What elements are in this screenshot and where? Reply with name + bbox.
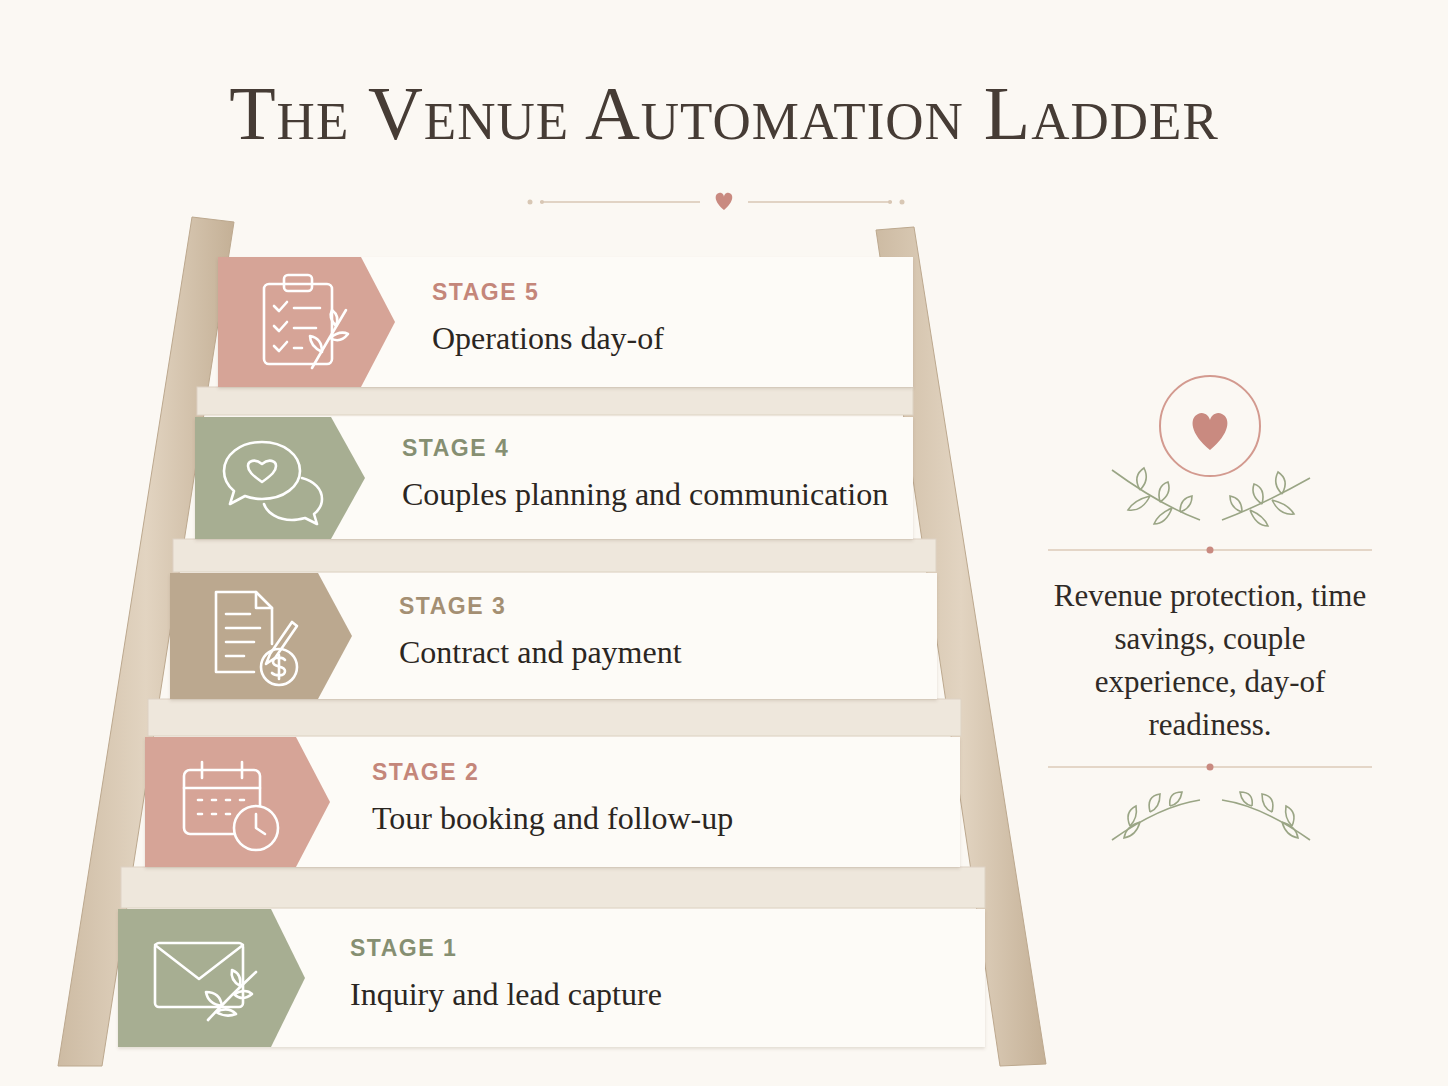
stage-number: STAGE 4 — [402, 435, 888, 462]
tag-chevron — [145, 737, 330, 867]
stage-step: STAGE 4 Couples planning and communicatio… — [195, 417, 913, 539]
stage-title: Inquiry and lead capture — [350, 976, 662, 1013]
contract-icon — [216, 592, 297, 685]
heart-icon — [1193, 413, 1228, 450]
ornament-dots — [528, 200, 905, 205]
stage-number: STAGE 2 — [372, 759, 733, 786]
stage-step: STAGE 5 Operations day-of — [218, 257, 913, 387]
title-ornament — [540, 201, 892, 203]
stage-title: Couples planning and communication — [402, 476, 888, 513]
stage-title: Contract and payment — [399, 634, 682, 671]
stage-step: STAGE 1 Inquiry and lead capture — [118, 909, 985, 1047]
tag-chevron — [195, 417, 365, 539]
tag-chevron — [218, 257, 395, 387]
stage-text: STAGE 1 Inquiry and lead capture — [350, 935, 662, 1013]
stage-tag — [218, 257, 397, 387]
stage-text: STAGE 3 Contract and payment — [399, 593, 682, 671]
diagram-title: The Venue Automation Ladder — [0, 70, 1448, 157]
stage-number: STAGE 1 — [350, 935, 662, 962]
ladder-treads — [121, 387, 985, 908]
stage-number: STAGE 5 — [432, 279, 664, 306]
benefit-note: Revenue protection, time savings, couple… — [1040, 574, 1380, 746]
envelope-icon — [155, 943, 256, 1020]
clipboard-icon — [264, 275, 348, 368]
stage-tag — [145, 737, 332, 867]
stage-tag — [170, 573, 354, 699]
stage-title: Operations day-of — [432, 320, 664, 357]
calendar-icon — [184, 762, 278, 850]
stage-number: STAGE 3 — [399, 593, 682, 620]
stage-text: STAGE 5 Operations day-of — [432, 279, 664, 357]
stage-title: Tour booking and follow-up — [372, 800, 733, 837]
tag-chevron — [118, 909, 305, 1047]
stage-step: STAGE 2 Tour booking and follow-up — [145, 737, 960, 867]
chat-icon — [224, 442, 322, 524]
stage-step: STAGE 3 Contract and payment — [170, 573, 937, 699]
stage-text: STAGE 4 Couples planning and communicatio… — [402, 435, 888, 513]
stage-tag — [118, 909, 307, 1047]
stage-tag — [195, 417, 367, 539]
tag-chevron — [170, 573, 352, 699]
stage-text: STAGE 2 Tour booking and follow-up — [372, 759, 733, 837]
heart-icon — [716, 193, 733, 210]
heart-circle — [1160, 376, 1260, 476]
